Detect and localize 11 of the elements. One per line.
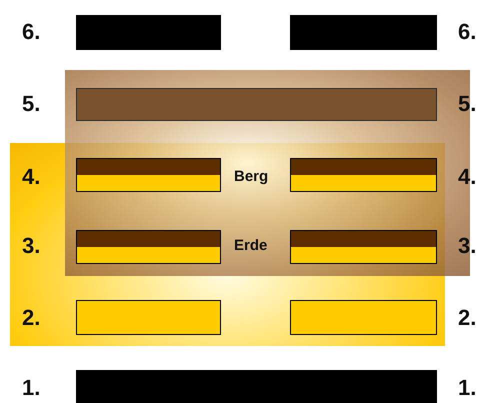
line-number: 6. [458, 18, 476, 46]
line-number: 2. [22, 304, 40, 332]
line-number: 6. [22, 18, 40, 46]
line-number: 5. [22, 90, 40, 118]
trigram-name: Erde [234, 237, 268, 255]
line-number: 1. [22, 374, 40, 402]
line-number: 3. [22, 232, 40, 260]
line-number: 4. [22, 164, 40, 190]
trigram-name: Berg [234, 168, 268, 186]
line-number: 2. [458, 304, 476, 332]
line-number: 1. [458, 374, 476, 402]
